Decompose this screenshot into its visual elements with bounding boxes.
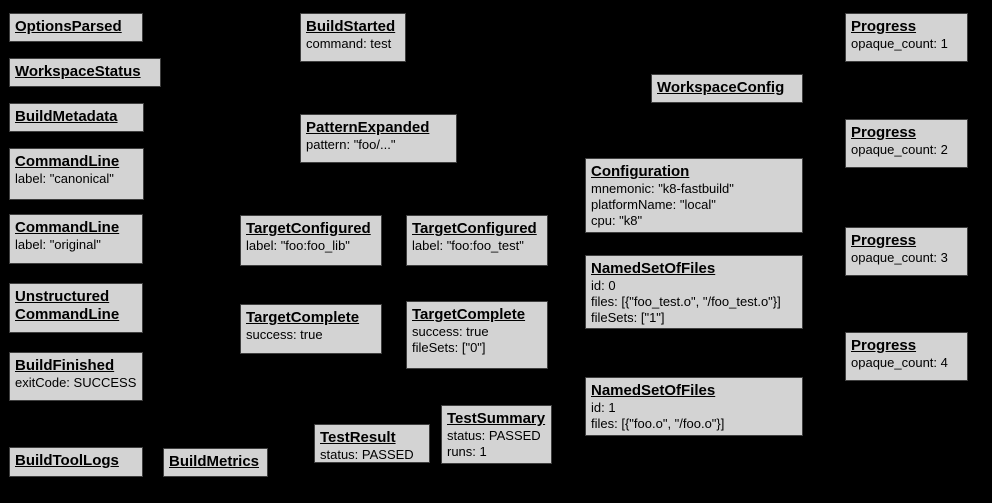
node-build-started: BuildStarted command: test [300,13,406,62]
node-field: pattern: "foo/..." [306,137,396,152]
node-target-configured-lib: TargetConfigured label: "foo:foo_lib" [240,215,382,266]
node-field: label: "original" [15,237,101,252]
node-title: CommandLine [15,306,120,323]
node-field: label: "canonical" [15,171,114,186]
node-title: BuildStarted [306,18,396,35]
node-title: Unstructured [15,288,110,305]
node-options-parsed: OptionsParsed [9,13,143,42]
node-named-set-of-files-0: NamedSetOfFiles id: 0 files: [{"foo_test… [585,255,803,329]
node-field: fileSets: ["0"] [412,340,486,355]
node-field: id: 0 [591,278,616,293]
node-title: Configuration [591,163,690,180]
node-title: Progress [851,18,917,35]
node-target-configured-test: TargetConfigured label: "foo:foo_test" [406,215,548,266]
node-title: Progress [851,232,917,249]
node-field: success: true [246,327,323,342]
node-configuration: Configuration mnemonic: "k8-fastbuild" p… [585,158,803,233]
node-field: platformName: "local" [591,197,716,212]
node-field: status: PASSED [320,447,414,462]
node-build-tool-logs: BuildToolLogs [9,447,143,477]
node-field: status: PASSED [447,428,541,443]
node-test-result: TestResult status: PASSED [314,424,430,463]
node-title: NamedSetOfFiles [591,382,716,399]
node-field: command: test [306,36,392,51]
node-field: files: [{"foo_test.o", "/foo_test.o"}] [591,294,781,309]
node-title: BuildMetrics [169,453,260,470]
node-title: WorkspaceStatus [15,63,141,80]
node-title: CommandLine [15,153,120,170]
node-title: TargetConfigured [412,220,537,237]
node-progress-4: Progress opaque_count: 4 [845,332,968,381]
node-field: opaque_count: 3 [851,250,948,265]
node-title: WorkspaceConfig [657,79,785,96]
node-title: TestSummary [447,410,546,427]
node-unstructured-command-line: Unstructured CommandLine [9,283,143,333]
node-title: CommandLine [15,219,120,236]
node-field: id: 1 [591,400,616,415]
node-field: exitCode: SUCCESS [15,375,137,390]
node-title: TestResult [320,429,396,446]
node-title: PatternExpanded [306,119,430,136]
node-build-metadata: BuildMetadata [9,103,144,132]
node-title: BuildMetadata [15,108,118,125]
node-field: runs: 1 [447,444,487,459]
node-field: success: true [412,324,489,339]
node-title: NamedSetOfFiles [591,260,716,277]
node-title: TargetConfigured [246,220,371,237]
node-pattern-expanded: PatternExpanded pattern: "foo/..." [300,114,457,163]
node-target-complete-lib: TargetComplete success: true [240,304,382,354]
node-title: BuildToolLogs [15,452,119,469]
node-field: label: "foo:foo_test" [412,238,524,253]
node-command-line-canonical: CommandLine label: "canonical" [9,148,144,200]
node-field: opaque_count: 1 [851,36,948,51]
node-title: Progress [851,124,917,141]
node-progress-2: Progress opaque_count: 2 [845,119,968,168]
node-command-line-original: CommandLine label: "original" [9,214,143,264]
node-field: fileSets: ["1"] [591,310,665,325]
node-test-summary: TestSummary status: PASSED runs: 1 [441,405,552,464]
node-field: cpu: "k8" [591,213,643,228]
node-field: files: [{"foo.o", "/foo.o"}] [591,416,725,431]
node-field: label: "foo:foo_lib" [246,238,350,253]
node-target-complete-test: TargetComplete success: true fileSets: [… [406,301,548,369]
node-field: mnemonic: "k8-fastbuild" [591,181,734,196]
node-title: OptionsParsed [15,18,122,35]
node-build-metrics: BuildMetrics [163,448,268,477]
node-workspace-config: WorkspaceConfig [651,74,803,103]
node-progress-1: Progress opaque_count: 1 [845,13,968,62]
node-field: opaque_count: 2 [851,142,948,157]
node-title: TargetComplete [246,309,360,326]
node-workspace-status: WorkspaceStatus [9,58,161,87]
node-field: opaque_count: 4 [851,355,948,370]
node-title: TargetComplete [412,306,526,323]
node-build-finished: BuildFinished exitCode: SUCCESS [9,352,143,401]
node-progress-3: Progress opaque_count: 3 [845,227,968,276]
node-title: BuildFinished [15,357,115,374]
node-named-set-of-files-1: NamedSetOfFiles id: 1 files: [{"foo.o", … [585,377,803,436]
node-title: Progress [851,337,917,354]
